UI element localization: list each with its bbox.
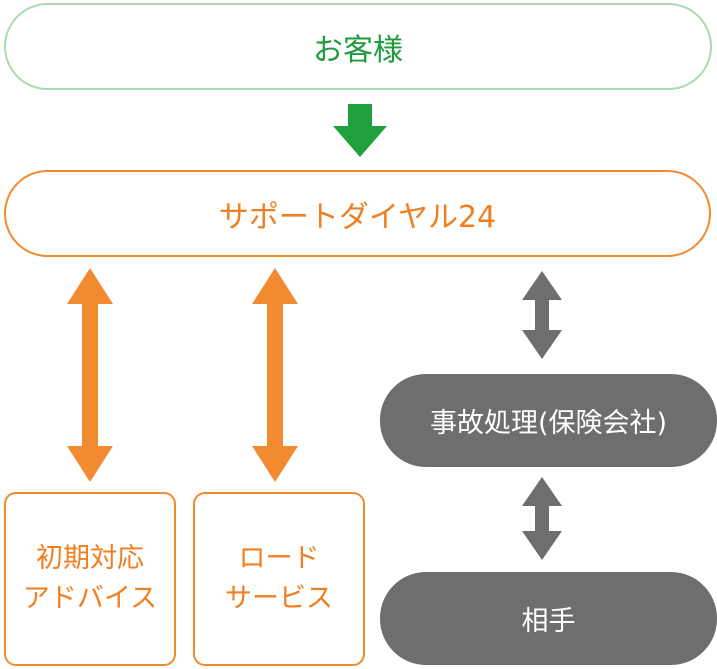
double-arrow-initial-advice [67, 268, 113, 482]
other-party-label: 相手 [521, 606, 576, 637]
initial-advice-label-line1: 初期対応 [36, 543, 144, 574]
accident-handling-node: 事故処理(保険会社) [380, 374, 717, 467]
road-service-label-line1: ロード [238, 543, 320, 574]
down-arrow-green [333, 104, 387, 157]
other-party-node: 相手 [380, 572, 717, 665]
customer-node: お客様 [4, 3, 712, 90]
double-arrow-other-party [522, 477, 562, 560]
initial-advice-node: 初期対応 アドバイス [4, 492, 176, 666]
road-service-label-line2: サービス [225, 583, 333, 614]
customer-label: お客様 [313, 32, 403, 68]
accident-handling-label: 事故処理(保険会社) [429, 408, 668, 439]
double-arrow-road-service [252, 268, 298, 482]
double-arrow-accident-handling [522, 271, 562, 359]
initial-advice-label-line2: アドバイス [22, 583, 158, 614]
support-dial-node: サポートダイヤル24 [4, 170, 711, 257]
road-service-node: ロード サービス [193, 492, 365, 666]
support-dial-label: サポートダイヤル24 [218, 199, 497, 235]
